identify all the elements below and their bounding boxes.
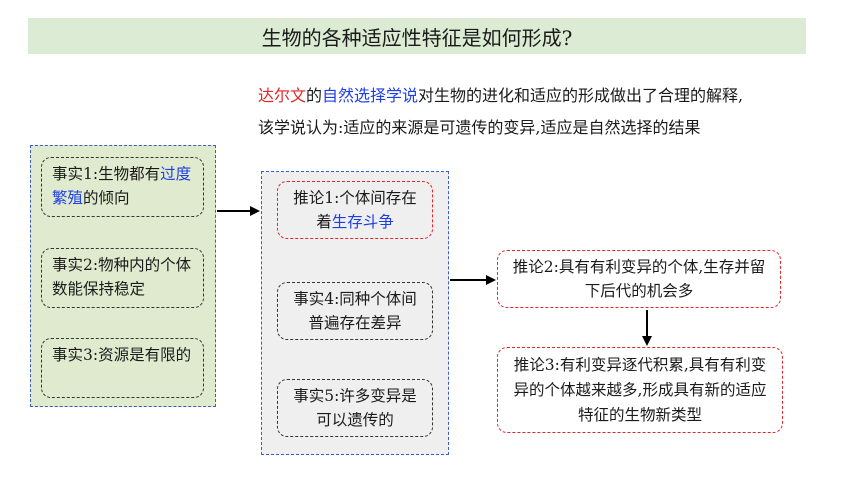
inference-2-box: 推论2:具有有利变异的个体,生存并留下后代的机会多 [497, 250, 781, 308]
intro-connector: 的 [306, 86, 323, 105]
inference-3-box: 推论3:有利变异逐代积累,具有有利变异的个体越来越多,形成具有新的适应特征的生物… [497, 347, 783, 433]
page-title: 生物的各种适应性特征是如何形成? [261, 25, 573, 50]
fact-1-highlight: 过度繁殖 [52, 165, 192, 207]
inference-panel [261, 171, 449, 455]
intro-rest: 对生物的进化和适应的形成做出了合理的解释, [418, 86, 744, 105]
title-bar: 生物的各种适应性特征是如何形成? [28, 18, 806, 54]
inference-1-box: 推论1:个体间存在着生存斗争 [277, 181, 433, 239]
inference-1-prefix: 推论1:个体间存在着 [293, 189, 417, 231]
fact-4-box: 事实4:同种个体间普遍存在差异 [277, 282, 433, 340]
fact-2-box: 事实2:物种内的个体数能保持稳定 [41, 248, 204, 308]
fact-1-suffix: 的倾向 [83, 189, 130, 207]
intro-line-1: 达尔文的自然选择学说对生物的进化和适应的形成做出了合理的解释, [258, 80, 838, 112]
fact-1-prefix: 事实1:生物都有 [52, 165, 161, 183]
theory-name: 自然选择学说 [322, 86, 419, 105]
facts-panel [30, 145, 216, 407]
fact-1-box: 事实1:生物都有过度繁殖的倾向 [41, 157, 204, 217]
darwin-name: 达尔文 [258, 86, 307, 105]
inference-1-highlight: 生存斗争 [331, 213, 394, 231]
intro-text: 达尔文的自然选择学说对生物的进化和适应的形成做出了合理的解释, 该学说认为:适应… [258, 80, 838, 144]
fact-3-box: 事实3:资源是有限的 [41, 338, 204, 398]
fact-5-box: 事实5:许多变异是可以遗传的 [277, 379, 433, 437]
intro-line-2: 该学说认为:适应的来源是可遗传的变异,适应是自然选择的结果 [258, 118, 701, 137]
